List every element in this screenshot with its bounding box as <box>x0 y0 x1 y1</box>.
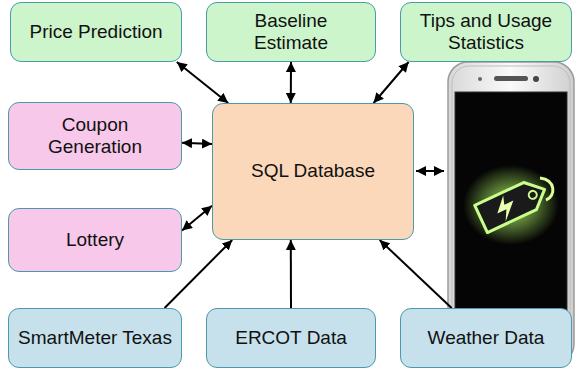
node-label: Lottery <box>66 229 124 251</box>
node-label: Tips and Usage Statistics <box>409 10 563 55</box>
connector-arrow <box>182 143 212 144</box>
connector-arrow <box>182 206 212 231</box>
process-box: Tips and Usage Statistics <box>400 2 572 62</box>
connector-arrow <box>374 62 409 103</box>
node-label: SQL Database <box>251 160 375 182</box>
process-box: Price Prediction <box>10 2 182 62</box>
node-label: ERCOT Data <box>235 327 347 349</box>
node-label: Price Prediction <box>29 21 162 43</box>
database-box: SQL Database <box>212 103 414 240</box>
connector-arrow <box>290 240 292 308</box>
data-source-box: ERCOT Data <box>206 308 376 368</box>
connector-arrow <box>380 240 452 308</box>
connector-arrow <box>290 62 292 103</box>
data-source-box: SmartMeter Texas <box>8 308 182 368</box>
node-label: Coupon Generation <box>17 114 173 159</box>
process-box: Coupon Generation <box>8 102 182 170</box>
node-label: Weather Data <box>428 327 545 349</box>
process-box: Lottery <box>8 208 182 272</box>
connector-arrow <box>177 62 228 103</box>
node-label: Baseline Estimate <box>215 10 367 55</box>
process-box: Baseline Estimate <box>206 2 376 62</box>
node-label: SmartMeter Texas <box>18 327 172 349</box>
data-source-box: Weather Data <box>400 308 572 368</box>
